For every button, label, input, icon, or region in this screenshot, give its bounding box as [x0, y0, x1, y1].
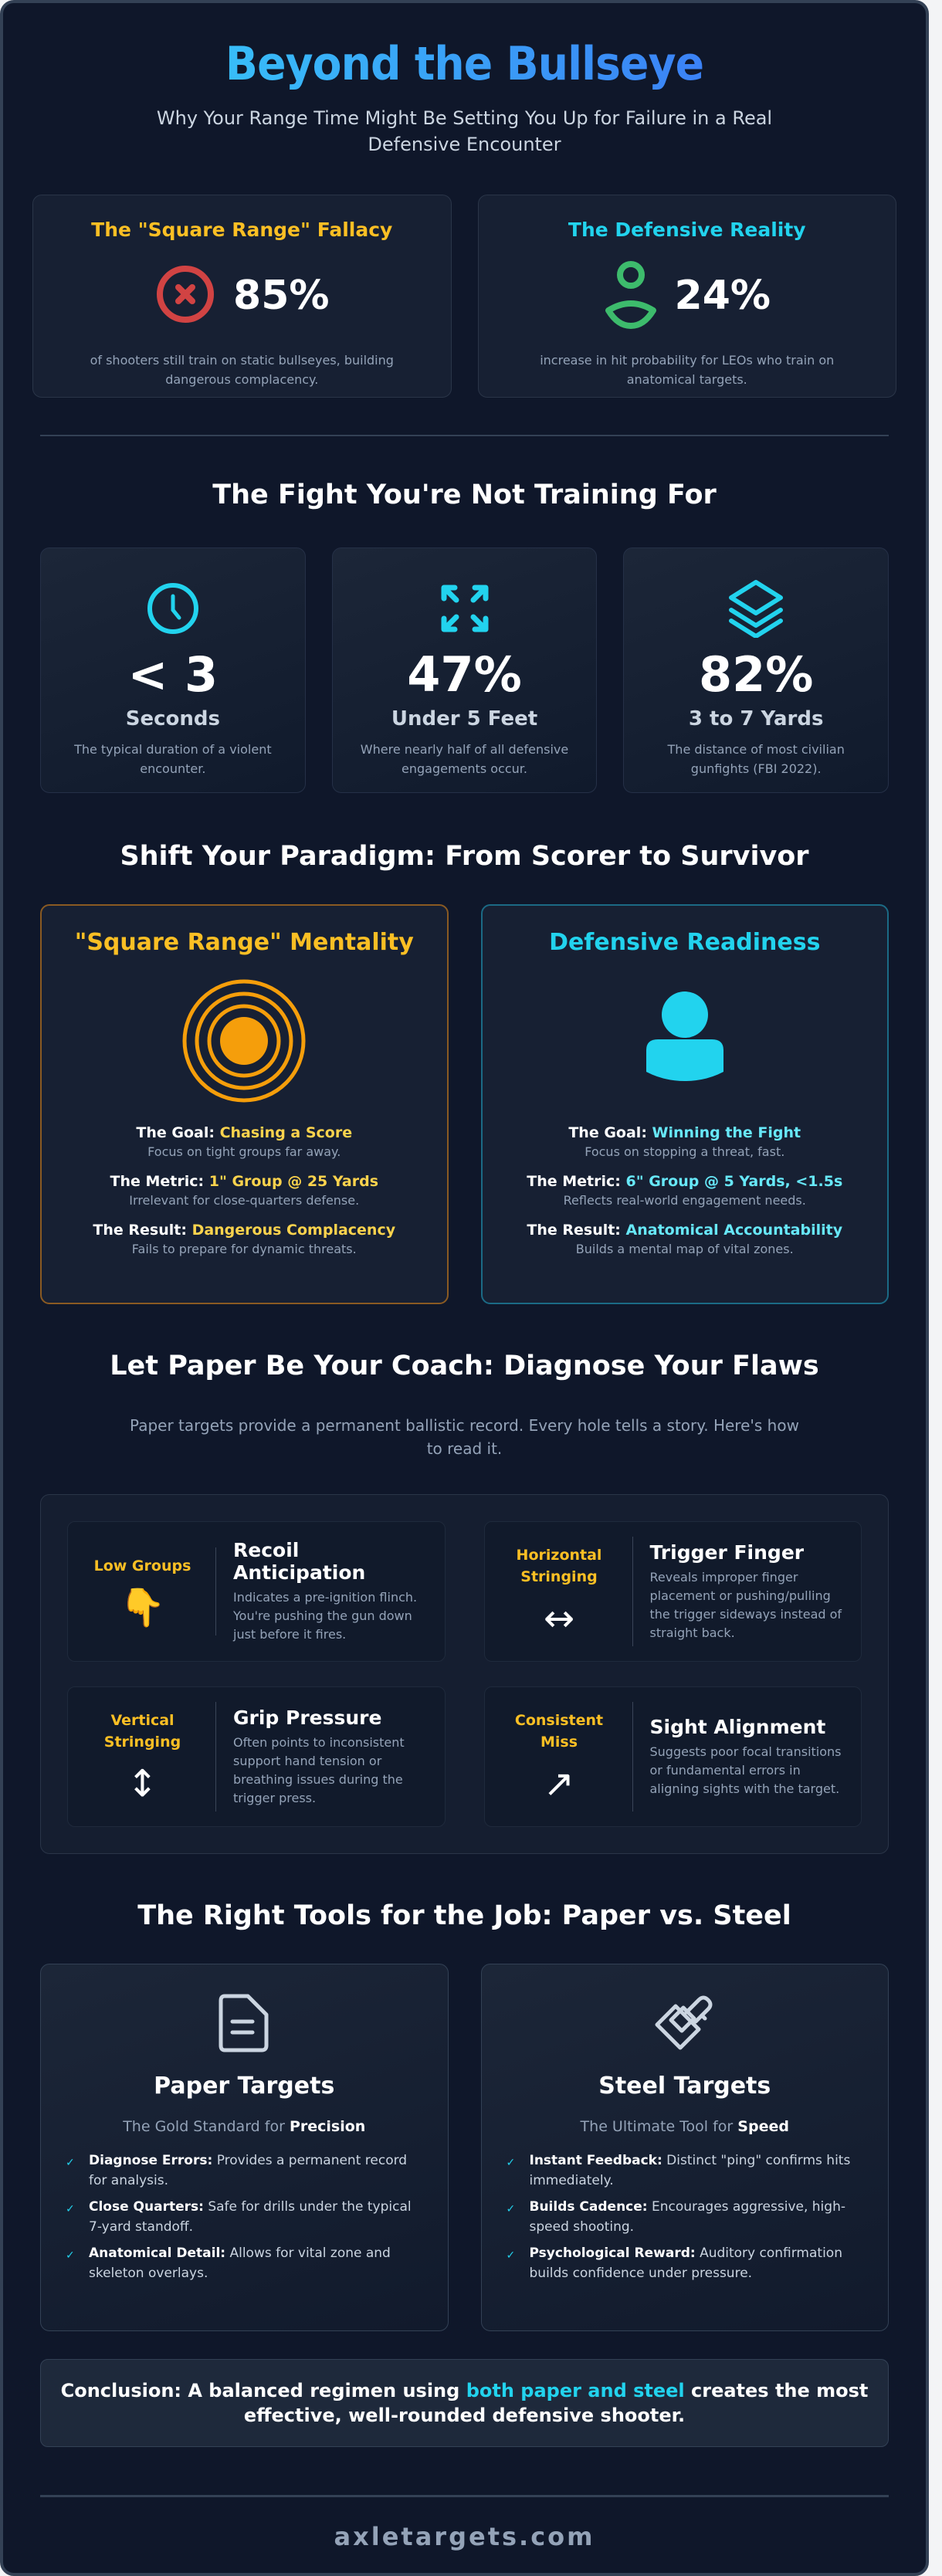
card-description: increase in hit probability for LEOs who…: [540, 353, 835, 387]
layers-icon: [624, 578, 888, 639]
stat-value: 47%: [407, 646, 522, 703]
flaw-card: Low Groups 👇 Recoil Anticipation Indicat…: [67, 1521, 446, 1662]
hero: Beyond the Bullseye Why Your Range Time …: [3, 3, 926, 158]
card-title: The Defensive Reality: [568, 219, 806, 241]
stat-card: 47% Under 5 Feet Where nearly half of al…: [331, 547, 598, 793]
stat-value: 82%: [698, 646, 814, 703]
check-icon: ✓: [506, 2157, 516, 2169]
tool-title: Steel Targets: [598, 2073, 771, 2100]
tool-title: Paper Targets: [154, 2073, 335, 2100]
paradigm-row: "Square Range" Mentality The Goal: Chasi…: [40, 904, 889, 1304]
paradigm-item: The Goal: Winning the Fight Focus on sto…: [568, 1124, 801, 1159]
paper-targets-card: Paper Targets The Gold Standard for Prec…: [40, 1964, 449, 2331]
tool-tagline: The Ultimate Tool for Speed: [580, 2118, 789, 2135]
flaw-pattern: Consistent Miss: [514, 1712, 604, 1751]
clock-icon: [41, 578, 305, 639]
paradigm-item: The Result: Dangerous Complacency Fails …: [93, 1222, 396, 1256]
flaw-card: Horizontal Stringing ↔ Trigger Finger Re…: [483, 1521, 862, 1662]
tools-row: Paper Targets The Gold Standard for Prec…: [40, 1964, 889, 2331]
flaw-pattern: Vertical Stringing: [103, 1712, 181, 1751]
top-cards: The "Square Range" Fallacy 85% of shoote…: [32, 195, 896, 398]
section-title-coach: Let Paper Be Your Coach: Diagnose Your F…: [110, 1351, 819, 1381]
person-silhouette-icon: [483, 971, 888, 1110]
paradigm-item: The Metric: 6" Group @ 5 Yards, <1.5s Re…: [527, 1173, 843, 1208]
tool-benefit: ✓Builds Cadence: Encourages aggressive, …: [507, 2197, 858, 2237]
flaw-title: Grip Pressure: [233, 1706, 382, 1729]
reality-card: The Defensive Reality 24% increase in hi…: [477, 195, 896, 398]
check-icon: ✓: [66, 2203, 75, 2215]
flaw-card: Consistent Miss ↗ Sight Alignment Sugges…: [483, 1686, 862, 1827]
steel-targets-card: Steel Targets The Ultimate Tool for Spee…: [480, 1964, 889, 2331]
stat-description: The typical duration of a violent encoun…: [74, 742, 272, 776]
diagonal-arrow-icon: ↗: [543, 1762, 575, 1805]
flaw-title: Sight Alignment: [649, 1715, 826, 1738]
flaw-pattern: Low Groups: [93, 1557, 191, 1574]
stat-unit: 3 to 7 Yards: [688, 707, 824, 730]
paradigm-item: The Metric: 1" Group @ 25 Yards Irreleva…: [110, 1173, 378, 1208]
bullseye-icon: [42, 971, 447, 1110]
stat-unit: Seconds: [125, 707, 220, 730]
coach-subtitle: Paper targets provide a permanent ballis…: [130, 1416, 799, 1458]
section-title-paradigm: Shift Your Paradigm: From Scorer to Surv…: [120, 841, 809, 872]
card-title: "Square Range" Mentality: [74, 929, 414, 956]
check-icon: ✓: [506, 2203, 516, 2215]
document-icon: [41, 1992, 448, 2054]
tool-benefit: ✓Anatomical Detail: Allows for vital zon…: [66, 2243, 417, 2283]
check-icon: ✓: [66, 2157, 75, 2169]
page-subtitle: Why Your Range Time Might Be Setting You…: [156, 107, 773, 155]
stat-card: 82% 3 to 7 Yards The distance of most ci…: [623, 547, 889, 793]
user-icon: [604, 259, 658, 332]
stat-description: Where nearly half of all defensive engag…: [360, 742, 569, 776]
flaw-card: Vertical Stringing ↕ Grip Pressure Often…: [67, 1686, 446, 1827]
stat-description: The distance of most civilian gunfights …: [667, 742, 845, 776]
fallacy-card: The "Square Range" Fallacy 85% of shoote…: [32, 195, 452, 398]
flaw-title: Recoil Anticipation: [233, 1539, 366, 1584]
pointing-down-icon: 👇: [119, 1586, 166, 1629]
steel-target-icon: [482, 1992, 889, 2054]
left-right-arrow-icon: ↔: [543, 1597, 575, 1640]
footer-site-link[interactable]: axletargets.com: [334, 2522, 595, 2551]
check-icon: ✓: [66, 2249, 75, 2262]
stat-unit: Under 5 Feet: [391, 707, 538, 730]
stats-row: < 3 Seconds The typical duration of a vi…: [40, 547, 889, 793]
tool-benefit: ✓Diagnose Errors: Provides a permanent r…: [66, 2151, 417, 2191]
expand-arrows-icon: [333, 578, 597, 639]
tool-benefit: ✓Close Quarters: Safe for drills under t…: [66, 2197, 417, 2237]
paradigm-item: The Result: Anatomical Accountability Bu…: [527, 1222, 843, 1256]
page-title: Beyond the Bullseye: [225, 37, 704, 91]
flaw-text: Suggests poor focal transitions or funda…: [649, 1744, 842, 1796]
flaw-text: Often points to inconsistent support han…: [233, 1734, 405, 1805]
stat-value: 85%: [233, 273, 330, 319]
flaw-text: Indicates a pre-ignition flinch. You're …: [233, 1590, 418, 1642]
stat-value: < 3: [127, 646, 219, 703]
card-title: The "Square Range" Fallacy: [91, 219, 393, 241]
footer-divider: [40, 2495, 889, 2497]
flaw-grid: Low Groups 👇 Recoil Anticipation Indicat…: [40, 1494, 889, 1854]
flaw-pattern: Horizontal Stringing: [516, 1547, 602, 1585]
up-down-arrow-icon: ↕: [127, 1762, 158, 1805]
flaw-title: Trigger Finger: [649, 1541, 805, 1564]
square-range-card: "Square Range" Mentality The Goal: Chasi…: [40, 904, 449, 1304]
paradigm-item: The Goal: Chasing a Score Focus on tight…: [136, 1124, 353, 1159]
x-circle-icon: [154, 263, 216, 328]
stat-card: < 3 Seconds The typical duration of a vi…: [40, 547, 306, 793]
flaw-text: Reveals improper finger placement or pus…: [649, 1569, 842, 1640]
card-title: Defensive Readiness: [549, 929, 821, 956]
divider: [40, 435, 889, 436]
check-icon: ✓: [506, 2249, 516, 2262]
card-description: of shooters still train on static bullse…: [90, 353, 394, 387]
tool-tagline: The Gold Standard for Precision: [123, 2118, 366, 2135]
section-title-fight: The Fight You're Not Training For: [212, 480, 717, 510]
section-title-tools: The Right Tools for the Job: Paper vs. S…: [137, 1900, 791, 1931]
stat-value: 24%: [674, 273, 771, 319]
conclusion-banner: Conclusion: A balanced regimen using bot…: [40, 2359, 889, 2447]
tool-benefit: ✓Psychological Reward: Auditory confirma…: [507, 2243, 858, 2283]
defensive-readiness-card: Defensive Readiness The Goal: Winning th…: [480, 904, 889, 1304]
tool-benefit: ✓Instant Feedback: Distinct "ping" confi…: [507, 2151, 858, 2191]
